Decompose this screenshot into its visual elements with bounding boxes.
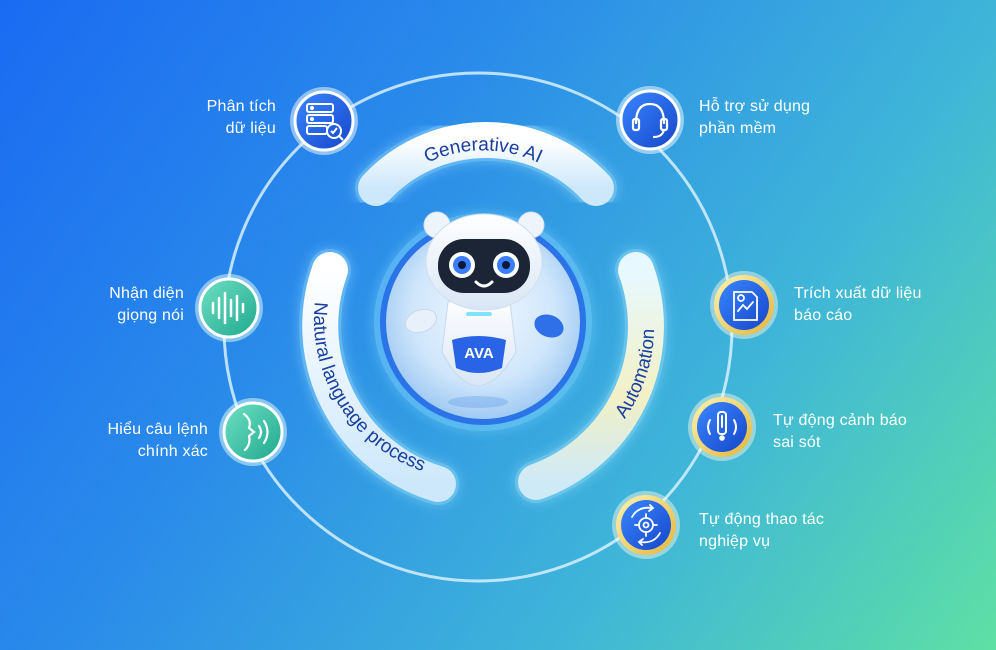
command-understanding-line2: chính xác (137, 443, 208, 460)
error-alert-line1: Tự động cảnh báo (773, 412, 908, 429)
command-understanding-label: Hiểu câu lệnh chính xác (60, 419, 208, 463)
generative-ai-band (358, 122, 614, 206)
data-analysis-line1: Phân tích (206, 98, 276, 115)
process-automation-line2: nghiệp vụ (699, 533, 771, 550)
voice-recognition-line2: giọng nói (117, 307, 184, 324)
speaking-head-icon (242, 412, 269, 452)
voice-recognition-line1: Nhận diện (109, 285, 184, 302)
database-search-icon (306, 103, 344, 141)
command-understanding-line1: Hiểu câu lệnh (107, 421, 208, 438)
report-extraction-node (710, 271, 778, 339)
headset-icon (631, 102, 669, 139)
data-analysis-node (290, 87, 358, 155)
report-extraction-line2: báo cáo (794, 307, 853, 324)
command-understanding-node (219, 398, 287, 466)
process-automation-label: Tự động thao tác nghiệp vụ (699, 509, 879, 553)
data-analysis-label: Phân tích dữ liệu (160, 96, 276, 140)
robot-badge: AVA (464, 345, 494, 362)
nlp-band (302, 252, 456, 502)
voice-recognition-node (195, 274, 263, 342)
robot-mascot: AVA (405, 211, 564, 408)
gear-cycle-icon (631, 504, 661, 546)
sound-wave-icon (211, 291, 245, 325)
report-extraction-label: Trích xuất dữ liệu báo cáo (794, 283, 964, 327)
software-support-label: Hỗ trợ sử dụng phần mềm (699, 96, 859, 140)
report-chart-icon (733, 291, 758, 321)
report-extraction-line1: Trích xuất dữ liệu (794, 285, 922, 302)
error-alert-node (688, 393, 756, 461)
voice-recognition-label: Nhận diện giọng nói (60, 283, 184, 327)
error-alert-label: Tự động cảnh báo sai sót (773, 410, 953, 454)
software-support-line2: phần mềm (699, 120, 777, 137)
alert-icon (707, 411, 737, 441)
error-alert-line2: sai sót (773, 434, 821, 451)
data-analysis-line2: dữ liệu (225, 120, 276, 137)
software-support-node (616, 86, 684, 154)
process-automation-node (612, 491, 680, 559)
automation-band (518, 252, 664, 500)
software-support-line1: Hỗ trợ sử dụng (699, 98, 811, 115)
process-automation-line1: Tự động thao tác (699, 511, 825, 528)
